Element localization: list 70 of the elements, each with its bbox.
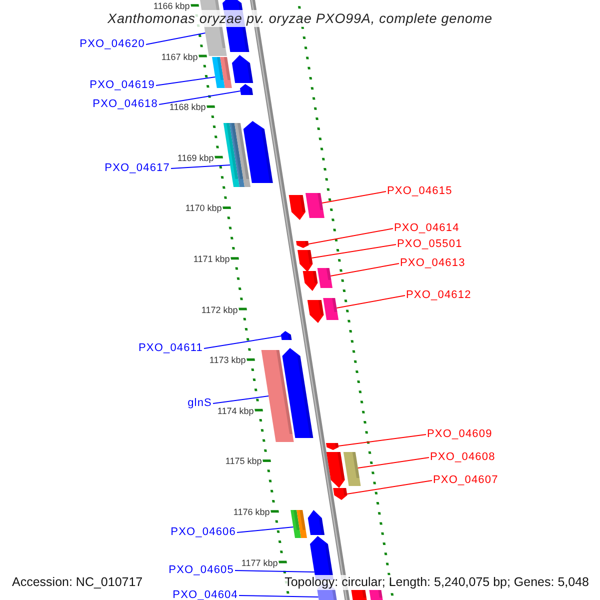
gene-feature [307, 300, 324, 323]
leader-line [234, 570, 315, 572]
leader-line [146, 32, 206, 45]
scale-label: 1168 kbp [169, 102, 206, 112]
gene-feature [333, 488, 348, 500]
gene-label: PXO_04611 [138, 342, 203, 354]
leader-line [212, 396, 270, 404]
gene-label: PXO_04613 [400, 256, 466, 270]
leader-line [357, 457, 430, 468]
leader-line [338, 434, 426, 446]
scale-label: 1176 kbp [233, 507, 270, 517]
leader-line [170, 164, 231, 169]
gene-bar [229, 123, 245, 187]
leader-line [311, 244, 396, 258]
scale-label: 1170 kbp [185, 203, 222, 214]
gene-bar [223, 123, 240, 187]
leader-line [204, 336, 282, 349]
scale-label: 1173 kbp [209, 355, 246, 366]
scale-label: 1172 kbp [201, 304, 238, 315]
leader-line [346, 480, 432, 494]
leader-line [158, 90, 241, 105]
gene-bar [323, 298, 339, 320]
gene-label: PXO_04607 [433, 474, 498, 486]
gene-bar [343, 452, 361, 486]
scale-label: 1167 kbp [161, 52, 198, 62]
scale-label: 1171 kbp [193, 254, 230, 264]
leader-line [236, 526, 294, 533]
gene-feature [302, 271, 318, 291]
gene-label: PXO_04609 [427, 428, 492, 440]
gene-label: PXO_04615 [387, 184, 452, 198]
gene-bar [317, 268, 332, 288]
scale-label: 1177 kbp [241, 558, 278, 568]
gene-feature [326, 443, 339, 450]
leader-line [238, 595, 319, 598]
gene-bar [261, 350, 294, 442]
gene-label: PXO_04608 [430, 450, 496, 464]
gene-feature [288, 195, 306, 220]
gene-feature [308, 510, 325, 535]
gene-label: PXO_04606 [170, 526, 236, 538]
gene-bar [369, 590, 384, 600]
scale-label: 1175 kbp [225, 456, 262, 466]
gene-feature [243, 121, 273, 183]
gene-bar [234, 123, 251, 187]
gene-label: PXO_04614 [394, 222, 460, 234]
gene-bar [220, 57, 232, 88]
gene-label: PXO_04618 [92, 98, 158, 110]
gene-bar [351, 590, 368, 600]
gene-label: PXO_04612 [406, 288, 472, 302]
gene-bar [296, 510, 307, 538]
leader-line [156, 76, 216, 86]
gene-feature [280, 331, 292, 340]
gene-feature [240, 84, 253, 95]
scale-label: 1169 kbp [177, 152, 214, 163]
gene-label: PXO_04604 [172, 588, 238, 600]
gene-label: PXO_04605 [168, 564, 234, 576]
gene-feature [282, 348, 314, 438]
gene-feature [296, 241, 309, 248]
gene-label: PXO_04617 [104, 162, 170, 174]
gene-label: glnS [188, 396, 212, 410]
gene-label: PXO_04620 [80, 38, 145, 50]
gene-feature [298, 250, 313, 272]
leader-line [308, 228, 394, 244]
scale-label: 1174 kbp [217, 406, 254, 416]
gene-bar [290, 510, 301, 538]
gene-bar [306, 193, 324, 218]
leader-line [330, 263, 400, 276]
gene-label: PXO_05501 [397, 238, 462, 250]
scale-label: 1166 kbp [153, 1, 190, 11]
gene-label: PXO_04619 [90, 78, 155, 92]
gene-bar [212, 57, 225, 88]
